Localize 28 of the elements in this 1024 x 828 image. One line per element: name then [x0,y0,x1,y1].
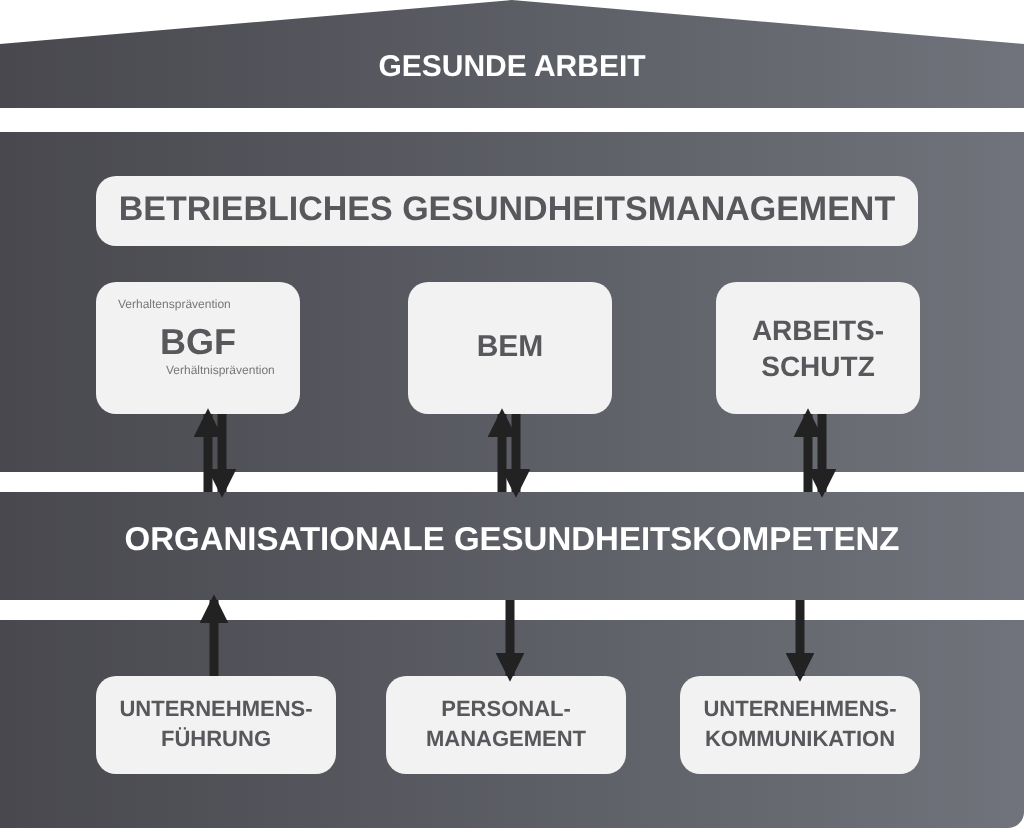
house-panel [0,132,1024,472]
arrow [199,594,229,676]
arrow [487,408,517,492]
rounded-box [96,676,336,774]
house-panel [0,620,1024,828]
arrow [501,414,531,498]
arrow [807,414,837,498]
box-label: BEM [474,328,546,368]
arrow [793,408,823,492]
box-label: ARBEITS- SCHUTZ [749,311,887,385]
arrow [207,414,237,498]
arrow [193,408,223,492]
rounded-box [680,676,920,774]
box-label: BETRIEBLICHES GESUNDHEITSMANAGEMENT [116,188,898,233]
banner-title: GESUNDE ARBEIT [376,50,648,84]
box-title: BGF [158,322,238,364]
arrow [495,600,525,682]
box-label: PERSONAL- MANAGEMENT [423,696,589,754]
band-title: ORGANISATIONALE GESUNDHEITSKOMPETENZ [122,522,902,560]
rounded-box [96,176,918,246]
rounded-box [386,676,626,774]
box-label: UNTERNEHMENS- FÜHRUNG [117,696,315,754]
rounded-box [408,282,612,414]
box-label: UNTERNEHMENS- KOMMUNIKATION [701,696,899,754]
rounded-box [716,282,920,414]
arrow [785,600,815,682]
band [0,492,1024,600]
rounded-box [96,282,300,414]
